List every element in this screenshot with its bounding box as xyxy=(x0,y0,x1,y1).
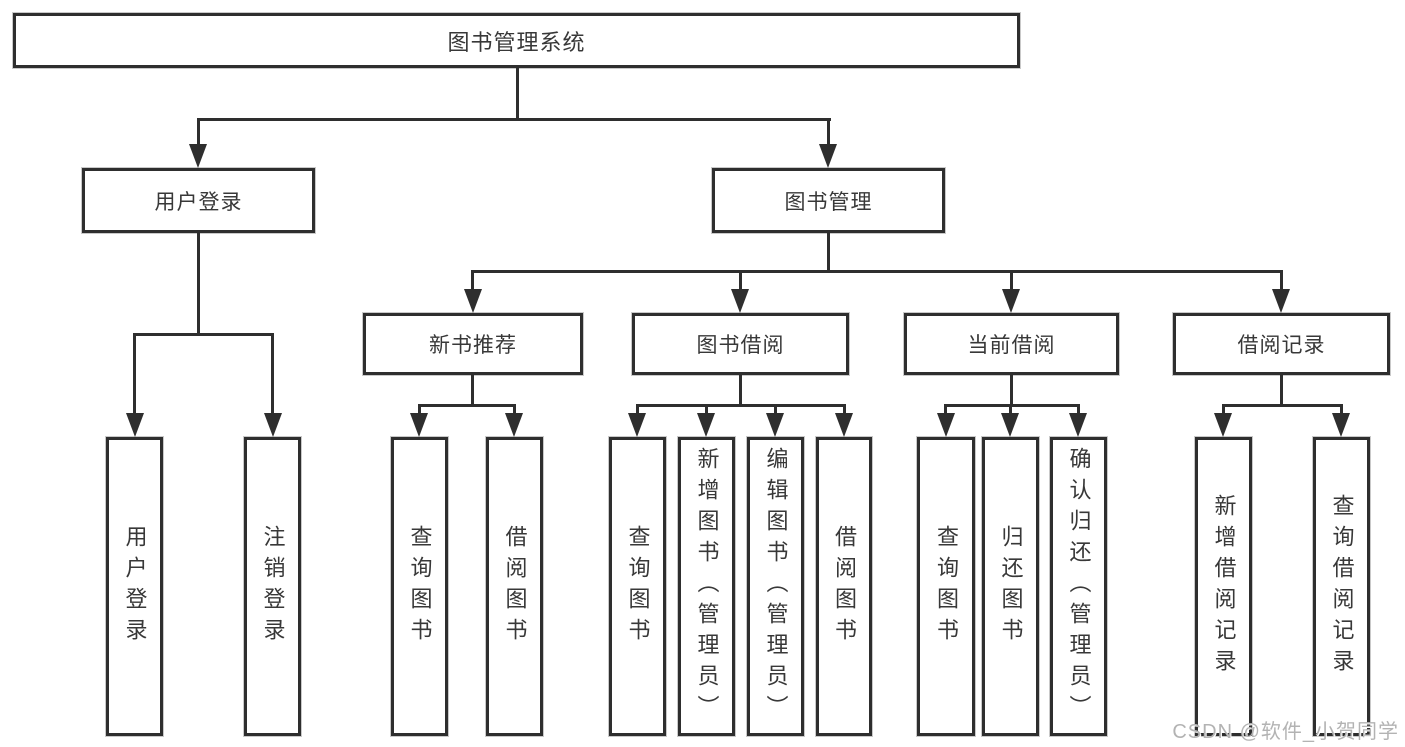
connector-line xyxy=(197,233,200,336)
leaf-user-login: 用户登录 xyxy=(106,437,163,736)
connector-line xyxy=(636,404,639,416)
leaf-edit-book-admin: 编辑图书（管理员） xyxy=(747,437,804,736)
leaf-query-borrow-record: 查询借阅记录 xyxy=(1313,437,1370,736)
leaf-confirm-return-admin: 确认归还（管理员） xyxy=(1050,437,1107,736)
arrowhead-down xyxy=(264,413,282,437)
connector-line xyxy=(133,333,136,415)
connector-line xyxy=(513,404,516,416)
leaf-logout: 注销登录 xyxy=(244,437,301,736)
connector-line xyxy=(843,404,846,416)
connector-line xyxy=(471,375,474,407)
connector-line xyxy=(1280,270,1283,292)
connector-line xyxy=(418,404,421,416)
connector-line xyxy=(1010,270,1013,292)
leaf-label: 确认归还（管理员） xyxy=(1066,447,1092,726)
node-book-management: 图书管理 xyxy=(712,168,945,233)
leaf-label: 借阅图书 xyxy=(832,524,857,649)
leaf-query-book-current: 查询图书 xyxy=(917,437,975,736)
arrowhead-down xyxy=(189,144,207,168)
connector-line xyxy=(1222,404,1343,407)
connector-line xyxy=(827,233,830,273)
connector-line xyxy=(197,118,200,146)
node-user-login: 用户登录 xyxy=(82,168,315,233)
connector-line xyxy=(516,68,519,121)
connector-line xyxy=(827,118,830,146)
connector-line xyxy=(197,118,831,121)
connector-line xyxy=(636,404,846,407)
arrowhead-down xyxy=(697,413,715,437)
node-book-borrow: 图书借阅 xyxy=(632,313,849,375)
leaf-label: 查询图书 xyxy=(934,524,959,649)
arrowhead-down xyxy=(1332,413,1350,437)
connector-line xyxy=(774,404,777,416)
arrowhead-down xyxy=(410,413,428,437)
leaf-label: 归还图书 xyxy=(998,524,1024,649)
arrowhead-down xyxy=(1272,289,1290,313)
arrowhead-down xyxy=(126,413,144,437)
leaf-label: 用户登录 xyxy=(122,524,148,649)
leaf-label: 新增图书（管理员） xyxy=(694,447,720,726)
connector-line xyxy=(944,404,1080,407)
connector-line xyxy=(271,333,274,415)
arrowhead-down xyxy=(1069,413,1087,437)
connector-line xyxy=(1280,375,1283,407)
arrowhead-down xyxy=(1214,413,1232,437)
leaf-label: 新增借阅记录 xyxy=(1211,493,1237,680)
leaf-borrow-book: 借阅图书 xyxy=(816,437,872,736)
arrowhead-down xyxy=(766,413,784,437)
arrowhead-down xyxy=(731,289,749,313)
leaf-add-book-admin: 新增图书（管理员） xyxy=(678,437,735,736)
arrowhead-down xyxy=(505,413,523,437)
connector-line xyxy=(1009,404,1012,416)
arrowhead-down xyxy=(464,289,482,313)
arrowhead-down xyxy=(819,144,837,168)
leaf-query-book-recommend: 查询图书 xyxy=(391,437,448,736)
connector-line xyxy=(705,404,708,416)
connector-line xyxy=(418,404,516,407)
leaf-label: 编辑图书（管理员） xyxy=(763,447,789,726)
connector-line xyxy=(1077,404,1080,416)
connector-line xyxy=(133,333,274,336)
leaf-label: 注销登录 xyxy=(260,524,286,649)
leaf-borrow-book-recommend: 借阅图书 xyxy=(486,437,543,736)
leaf-label: 查询图书 xyxy=(625,524,651,649)
connector-line xyxy=(739,375,742,407)
arrowhead-down xyxy=(1001,413,1019,437)
node-root-system: 图书管理系统 xyxy=(13,13,1020,68)
connector-line xyxy=(471,270,474,292)
connector-line xyxy=(1010,375,1013,407)
leaf-add-borrow-record: 新增借阅记录 xyxy=(1195,437,1252,736)
leaf-label: 查询借阅记录 xyxy=(1329,493,1355,680)
arrowhead-down xyxy=(835,413,853,437)
node-new-book-recommend: 新书推荐 xyxy=(363,313,583,375)
leaf-query-book-borrow: 查询图书 xyxy=(609,437,666,736)
csdn-watermark: CSDN @软件_小贺同学 xyxy=(1172,721,1399,743)
node-borrow-record: 借阅记录 xyxy=(1173,313,1390,375)
arrowhead-down xyxy=(937,413,955,437)
leaf-return-book: 归还图书 xyxy=(982,437,1039,736)
connector-line xyxy=(739,270,742,292)
connector-line xyxy=(944,404,947,416)
leaf-label: 借阅图书 xyxy=(502,524,528,649)
connector-line xyxy=(1340,404,1343,416)
arrowhead-down xyxy=(1002,289,1020,313)
arrowhead-down xyxy=(628,413,646,437)
connector-line xyxy=(471,270,1283,273)
node-current-borrow: 当前借阅 xyxy=(904,313,1119,375)
leaf-label: 查询图书 xyxy=(407,524,433,649)
connector-line xyxy=(1222,404,1225,416)
